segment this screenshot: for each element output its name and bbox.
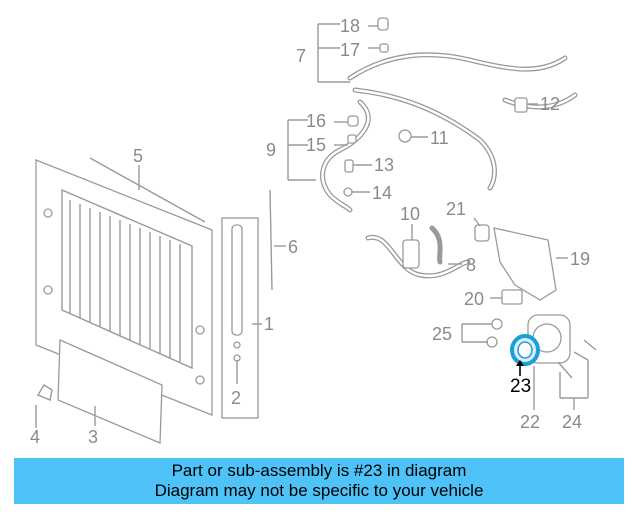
banner-line-2: Diagram may not be specific to your vehi… [154, 481, 484, 500]
callout-20[interactable]: 20 [464, 289, 484, 309]
callout-6[interactable]: 6 [288, 237, 298, 257]
callout-9[interactable]: 9 [266, 140, 276, 160]
callout-2[interactable]: 2 [231, 388, 241, 408]
callout-25[interactable]: 25 [432, 324, 452, 344]
part-info-banner: Part or sub-assembly is #23 in diagram D… [14, 458, 624, 504]
callout-24[interactable]: 24 [562, 412, 582, 432]
callout-21[interactable]: 21 [446, 199, 466, 219]
callout-10[interactable]: 10 [400, 204, 420, 224]
callout-4[interactable]: 4 [30, 427, 40, 447]
callout-12[interactable]: 12 [540, 94, 560, 114]
callout-14[interactable]: 14 [372, 183, 392, 203]
callout-11[interactable]: 11 [430, 128, 449, 148]
callout-8[interactable]: 8 [466, 255, 476, 275]
callout-7[interactable]: 7 [296, 46, 306, 66]
callout-17[interactable]: 17 [340, 40, 360, 60]
callout-1[interactable]: 1 [264, 314, 274, 334]
callout-19[interactable]: 19 [570, 249, 590, 269]
banner-line-1: Part or sub-assembly is #23 in diagram [171, 461, 467, 480]
callout-18[interactable]: 18 [340, 16, 360, 36]
part-23-highlight [510, 334, 540, 366]
callout-13[interactable]: 13 [374, 155, 394, 175]
callout-16[interactable]: 16 [306, 111, 326, 131]
callout-3[interactable]: 3 [88, 427, 98, 447]
callout-5[interactable]: 5 [133, 146, 143, 166]
parts-diagram: 18 7 17 12 16 11 9 15 5 13 14 10 21 6 19… [30, 16, 597, 447]
callout-23[interactable]: 23 [510, 376, 531, 397]
callout-22[interactable]: 22 [520, 412, 540, 432]
callout-15[interactable]: 15 [306, 135, 326, 155]
